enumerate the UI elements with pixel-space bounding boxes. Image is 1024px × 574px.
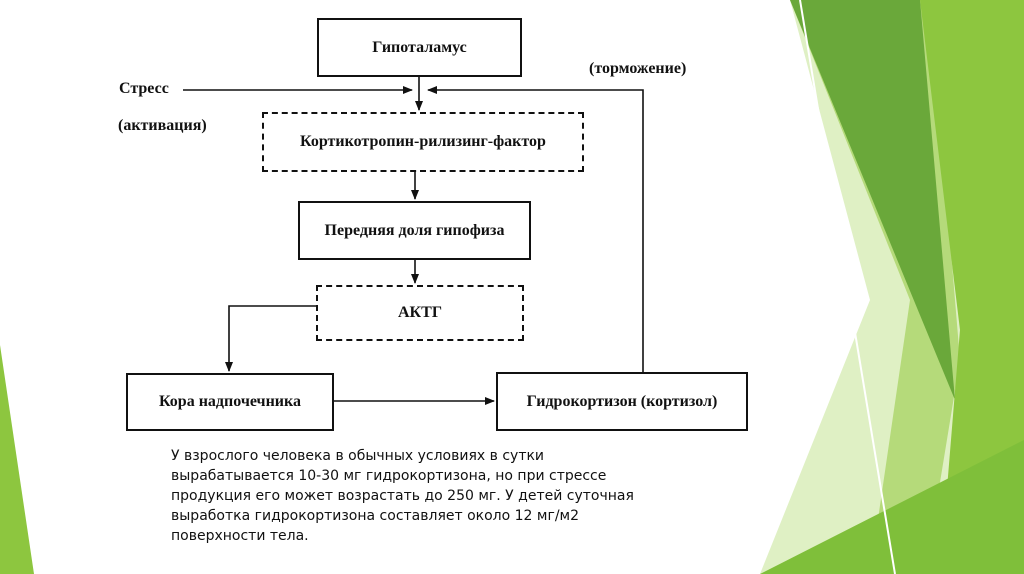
right-dark-wedge — [790, 0, 955, 400]
box-acth: АКТГ — [316, 285, 524, 341]
label-inhibition: (торможение) — [589, 60, 687, 77]
label-stress: Стресс — [119, 80, 169, 97]
box-hydrocortisone: Гидрокортизон (кортизол) — [496, 372, 748, 431]
box-crf: Кортикотропин-рилизинг-фактор — [262, 112, 584, 172]
caption-text: У взрослого человека в обычных условиях … — [171, 448, 634, 544]
box-hypothalamus: Гипоталамус — [317, 18, 522, 77]
box-anterior-pituitary: Передняя доля гипофиза — [298, 201, 531, 260]
feedback-line — [427, 86, 644, 372]
left-green-strip — [0, 345, 34, 574]
right-bright-wedge — [920, 0, 1024, 574]
bottom-green-wedge — [760, 440, 1024, 574]
box-adrenal-cortex: Кора надпочечника — [126, 373, 334, 431]
label-activation: (активация) — [118, 117, 207, 134]
arrow-acth-adrenal — [225, 305, 316, 372]
white-divider-line — [799, 0, 896, 574]
